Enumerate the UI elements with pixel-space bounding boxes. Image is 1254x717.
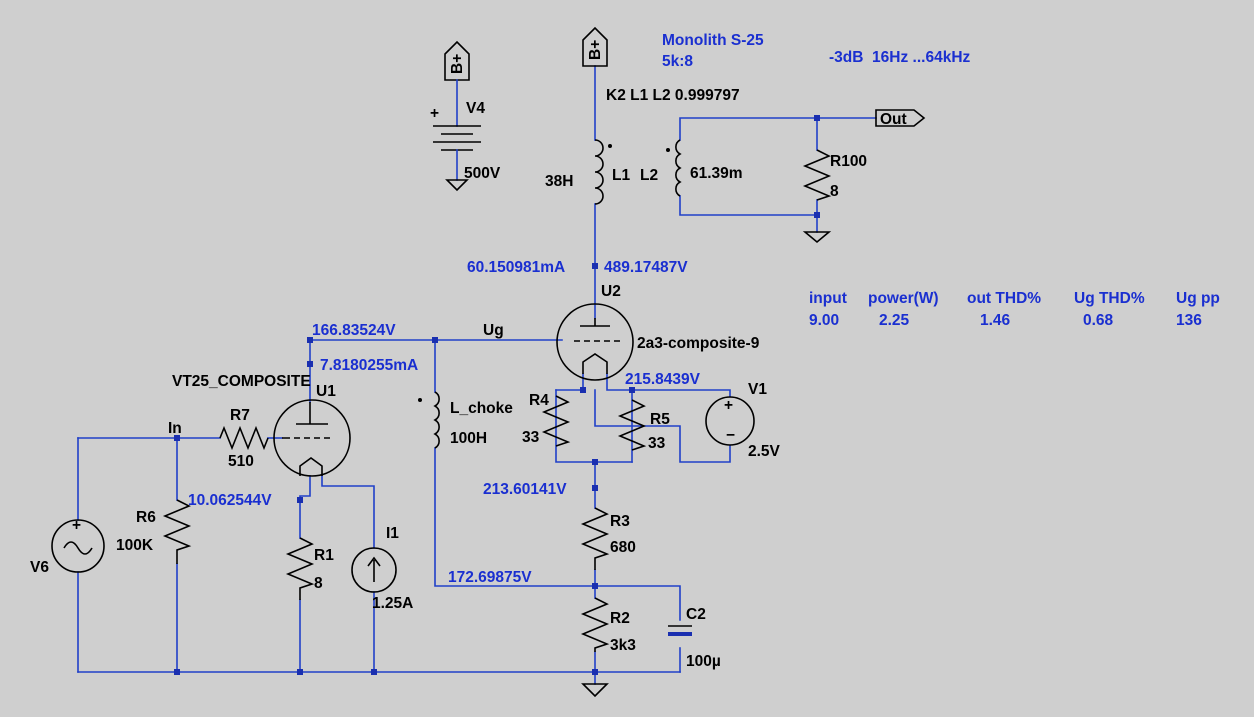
v4-name: V4 <box>466 100 485 117</box>
r4-value: 33 <box>522 429 540 446</box>
svg-text:−: − <box>726 427 735 444</box>
r7-name: R7 <box>230 407 250 424</box>
model-annotation: Monolith S-25 <box>662 32 764 49</box>
v4-value: 500V <box>464 165 501 182</box>
r100-value: 8 <box>830 183 839 200</box>
u1-tube: VT25_COMPOSITE U1 <box>172 373 351 477</box>
v6-source: + V6 <box>30 517 105 576</box>
i1-value: 1.25A <box>372 595 413 612</box>
table-header-ug-pp: Ug pp <box>1176 290 1220 307</box>
l1-name: L1 <box>612 167 630 184</box>
r3-top-voltage: 213.60141V <box>483 481 567 498</box>
bplus-label-v4: B+ <box>449 54 466 74</box>
readings: 60.150981mA 489.17487V 166.83524V 7.8180… <box>188 259 701 586</box>
l-choke-value: 100H <box>450 430 487 447</box>
ground-r100 <box>802 231 832 244</box>
u1-plate-current: 7.8180255mA <box>320 357 418 374</box>
v1-name: V1 <box>748 381 767 398</box>
u2-plate-voltage: 489.17487V <box>604 259 688 276</box>
v1-value: 2.5V <box>748 443 781 460</box>
u1-plate-voltage: 166.83524V <box>312 322 396 339</box>
r5-resistor: R5 33 <box>617 399 670 452</box>
in-net-label: In <box>168 420 182 437</box>
bplus-label-top: B+ <box>587 40 604 60</box>
table-value-ug-pp: 136 <box>1176 312 1202 329</box>
results-table: input power(W) out THD% Ug THD% Ug pp 9.… <box>809 290 1220 329</box>
v6-name: V6 <box>30 559 49 576</box>
r2-top-voltage: 172.69875V <box>448 569 532 586</box>
coupling-annotation: K2 L1 L2 0.999797 <box>606 87 740 104</box>
u1-model: VT25_COMPOSITE <box>172 373 311 390</box>
r3-resistor: R3 680 <box>580 507 636 570</box>
bandwidth-annotation: -3dB 16Hz ...64kHz <box>829 49 971 66</box>
bplus-flag-top: B+ <box>582 26 608 67</box>
r7-value: 510 <box>228 453 254 470</box>
l1-inductor: 38H L1 <box>545 139 630 205</box>
u1-cathode-voltage: 10.062544V <box>188 492 272 509</box>
l2-inductor: L2 61.39m <box>640 139 743 197</box>
r3-name: R3 <box>610 513 630 530</box>
v4-battery: B+ + V4 500V <box>430 40 501 192</box>
r6-name: R6 <box>136 509 156 526</box>
l2-name: L2 <box>640 167 658 184</box>
r7-resistor: R7 510 <box>219 407 269 470</box>
table-header-ug-thd: Ug THD% <box>1074 290 1145 307</box>
table-value-ug-thd: 0.68 <box>1083 312 1114 329</box>
r100-name: R100 <box>830 153 867 170</box>
i1-name: I1 <box>386 525 399 542</box>
r4-name: R4 <box>529 392 549 409</box>
u2-model: 2a3-composite-9 <box>637 335 760 352</box>
annotations: Monolith S-25 5k:8 -3dB 16Hz ...64kHz K2… <box>606 32 971 104</box>
r6-resistor: R6 100K <box>116 499 192 564</box>
r2-value: 3k3 <box>610 637 636 654</box>
table-value-input: 9.00 <box>809 312 839 329</box>
u2-tube: U2 2a3-composite-9 <box>556 283 760 381</box>
r1-name: R1 <box>314 547 334 564</box>
table-header-power: power(W) <box>868 290 939 307</box>
l1-value: 38H <box>545 173 573 190</box>
c2-capacitor: C2 100µ <box>668 606 721 670</box>
r100-resistor: R100 8 <box>802 149 867 201</box>
u2-cathode-voltage: 215.8439V <box>625 371 701 388</box>
r1-value: 8 <box>314 575 323 592</box>
out-port: Out <box>875 109 926 128</box>
l-choke-name: L_choke <box>450 400 513 417</box>
c2-value: 100µ <box>686 653 721 670</box>
r5-name: R5 <box>650 411 670 428</box>
table-header-out-thd: out THD% <box>967 290 1041 307</box>
table-header-input: input <box>809 290 847 307</box>
ground-main <box>581 683 609 698</box>
u2-name: U2 <box>601 283 621 300</box>
junctions <box>174 115 820 675</box>
r6-value: 100K <box>116 537 154 554</box>
u1-name: U1 <box>316 383 336 400</box>
table-value-power: 2.25 <box>879 312 910 329</box>
wires <box>77 65 877 685</box>
r2-name: R2 <box>610 610 630 627</box>
r3-value: 680 <box>610 539 636 556</box>
c2-name: C2 <box>686 606 706 623</box>
r4-resistor: R4 33 <box>522 392 571 447</box>
ug-net-label: Ug <box>483 322 504 339</box>
svg-text:+: + <box>72 517 81 534</box>
l-choke-inductor: L_choke 100H <box>418 391 513 449</box>
r1-resistor: R1 8 <box>285 537 334 600</box>
v1-source: + − V1 2.5V <box>705 381 781 460</box>
svg-text:+: + <box>430 105 439 122</box>
l2-value: 61.39m <box>690 165 743 182</box>
r5-value: 33 <box>648 435 666 452</box>
ratio-annotation: 5k:8 <box>662 53 693 70</box>
svg-text:+: + <box>724 397 733 414</box>
out-label: Out <box>880 111 907 128</box>
table-value-out-thd: 1.46 <box>980 312 1011 329</box>
u2-plate-current: 60.150981mA <box>467 259 565 276</box>
i1-source: I1 1.25A <box>351 525 413 612</box>
r2-resistor: R2 3k3 <box>580 597 636 654</box>
